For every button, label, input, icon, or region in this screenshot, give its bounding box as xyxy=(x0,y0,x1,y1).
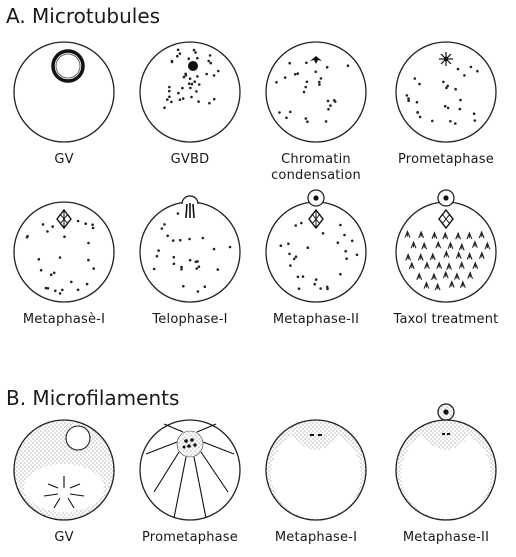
stage-label-telophase1: Telophase-I xyxy=(130,312,250,328)
oocyte-gvbd-mt-drawing xyxy=(134,36,246,148)
section-a-title: A. Microtubules xyxy=(6,4,160,28)
oocyte-prometaphase-microfilaments: Prometaphase xyxy=(130,414,250,546)
oocyte-meta2-mf-drawing xyxy=(390,414,502,526)
oocyte-telophase1-microtubules: Telophase-I xyxy=(130,196,250,328)
oocyte-metaphase1-microfilaments: Metaphase-I xyxy=(256,414,376,546)
oocyte-meta2-mt-drawing xyxy=(260,196,372,308)
section-b-title: B. Microfilaments xyxy=(6,386,179,410)
oocyte-gv-microfilaments: GV xyxy=(4,414,124,546)
oocyte-metaphase1-microtubules: Metaphasè-I xyxy=(4,196,124,328)
mf-stage-label-prometaphase: Prometaphase xyxy=(130,530,250,546)
oocyte-meta1-mt-drawing xyxy=(8,196,120,308)
oocyte-gvbd-microtubules: GVBD xyxy=(130,36,250,168)
oocyte-metaphase2-microfilaments: Metaphase-II xyxy=(386,414,506,546)
mf-stage-label-metaphase1: Metaphase-I xyxy=(256,530,376,546)
oocyte-gv-microtubules: GV xyxy=(4,36,124,168)
oocyte-gv-mf-drawing xyxy=(8,414,120,526)
stage-label-metaphase1: Metaphasè-I xyxy=(4,312,124,328)
germinal-vesicle xyxy=(66,426,90,450)
stage-label-gv: GV xyxy=(4,152,124,168)
stage-label-taxol: Taxol treatment xyxy=(386,312,506,328)
stage-label-metaphase2: Metaphase-II xyxy=(256,312,376,328)
oocyte-taxol-mt-drawing xyxy=(390,196,502,308)
oocyte-chromatin-microtubules: Chromatin condensation xyxy=(256,36,376,184)
oocyte-chromatin-mt-drawing xyxy=(260,36,372,148)
oocyte-prometa-mf-drawing xyxy=(134,414,246,526)
oocyte-telo1-mt-drawing xyxy=(134,196,246,308)
stage-label-chromatin: Chromatin condensation xyxy=(256,152,376,184)
mf-stage-label-metaphase2: Metaphase-II xyxy=(386,530,506,546)
mf-stage-label-gv: GV xyxy=(4,530,124,546)
oocyte-prometa-mt-drawing xyxy=(390,36,502,148)
oocyte-prometaphase-microtubules: Prometaphase xyxy=(386,36,506,168)
oocyte-taxol-microtubules: Taxol treatment xyxy=(386,196,506,328)
stage-label-prometaphase: Prometaphase xyxy=(386,152,506,168)
stage-label-gvbd: GVBD xyxy=(130,152,250,168)
oocyte-gv-mt-drawing xyxy=(8,36,120,148)
oocyte-meta1-mf-drawing xyxy=(260,414,372,526)
oocyte-metaphase2-microtubules: Metaphase-II xyxy=(256,196,376,328)
